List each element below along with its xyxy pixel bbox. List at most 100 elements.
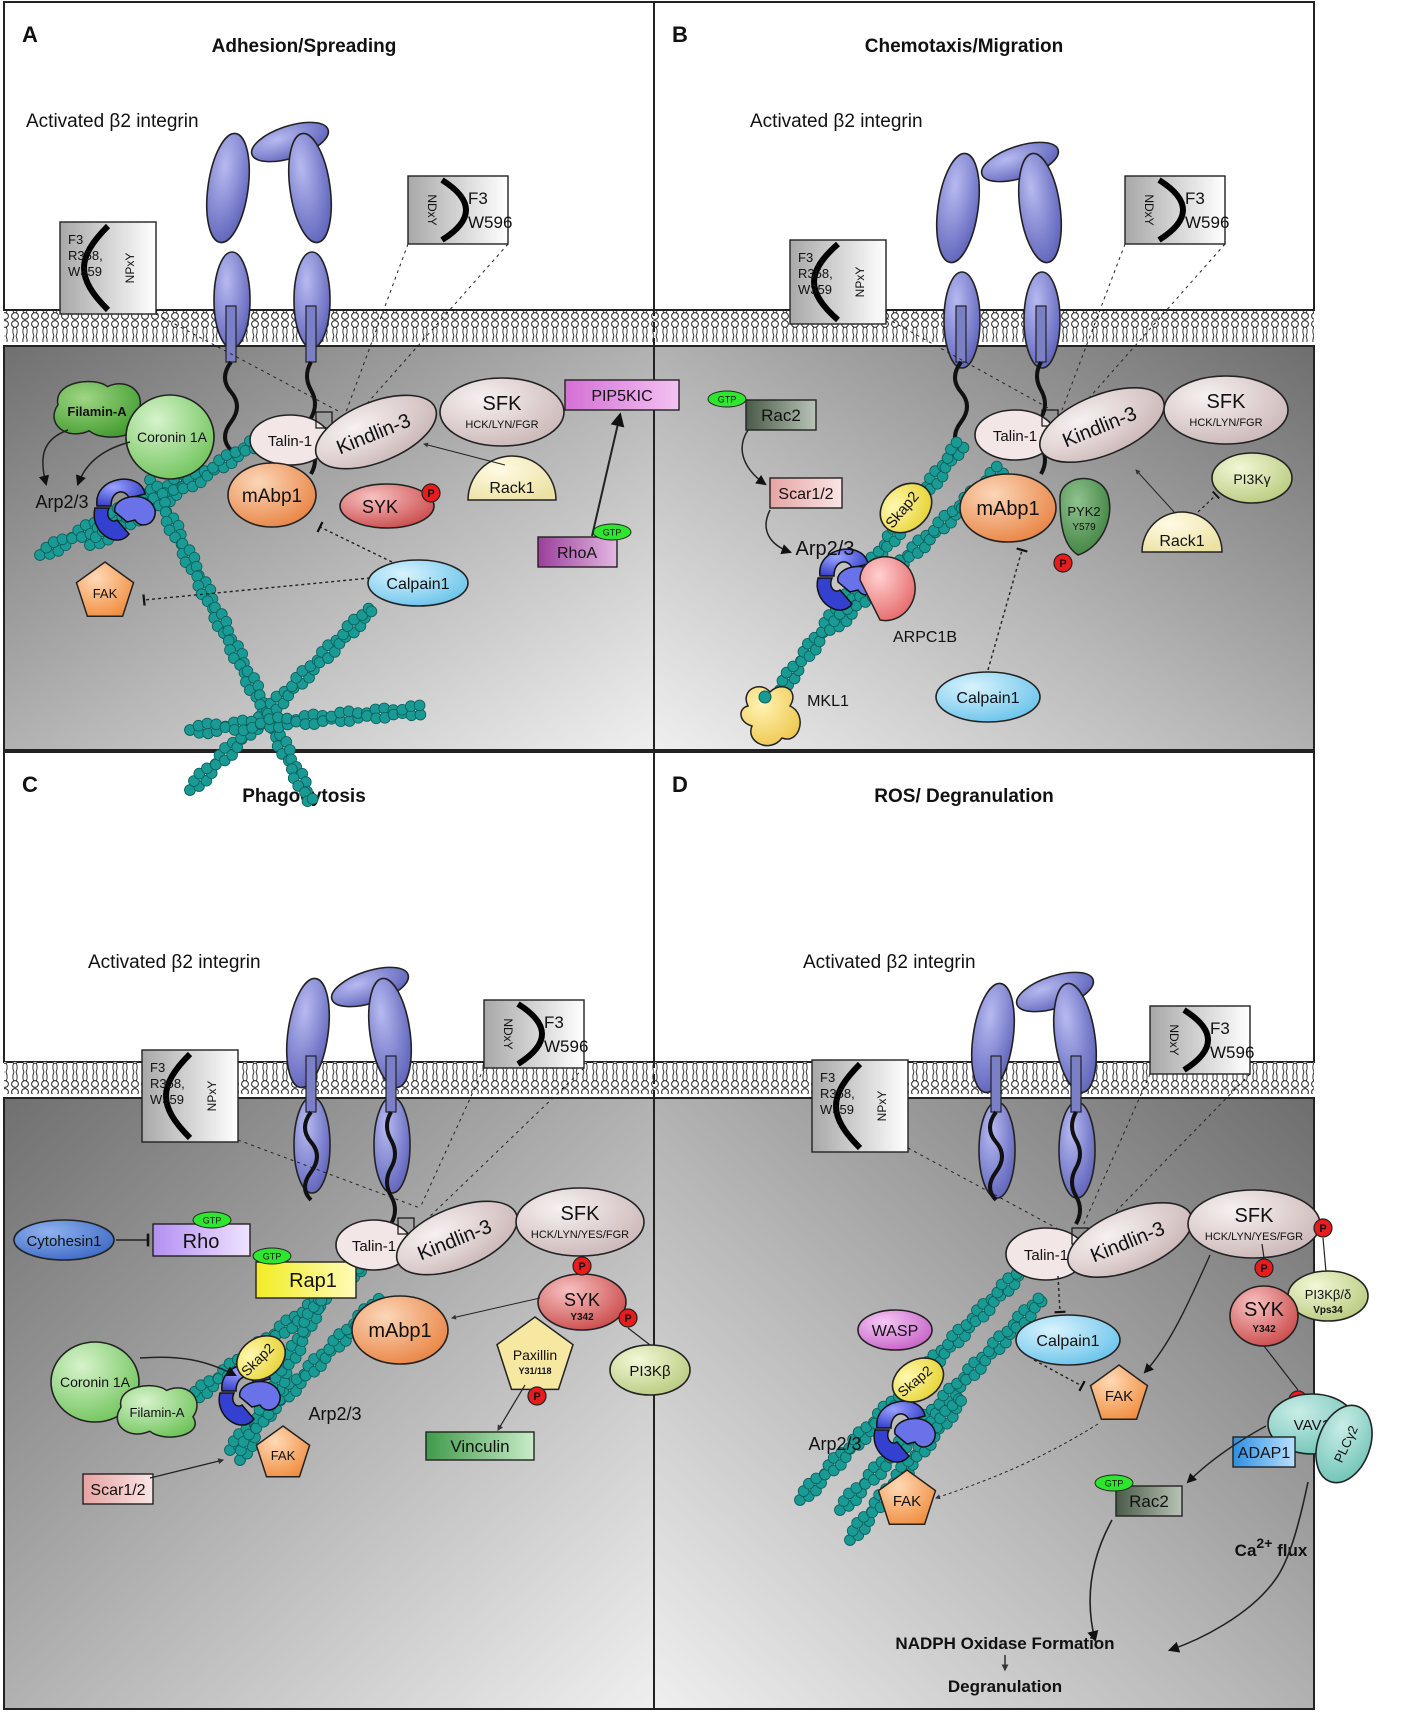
integrin-alpha-tm [990,1055,1002,1113]
sfk-subtypes: HCK/LYN/YES/FGR [1205,1231,1303,1243]
npxy-motif-box-arc [811,241,840,323]
npxy-motif-box-arc [833,1061,863,1151]
arpc1b-label: ARPC1B [893,629,957,646]
arp-subunit [93,507,130,541]
ndxy-motif-box-frame [1124,175,1226,245]
panel-letter: A [22,22,38,47]
actin-monomer [413,699,426,712]
paxillin-label: Paxillin [513,1347,557,1363]
rhoa-label: RhoA [557,545,597,562]
talin-label: Talin-1 [352,1238,396,1255]
cytohesin-shape [13,1219,115,1261]
ndxy-motif-box-line: W596 [1210,1043,1254,1062]
calcium-charge: 2+ [1256,1535,1272,1551]
arrow [149,1458,225,1479]
beta2-integrin [970,971,1098,1225]
phosphate-label: P [1059,558,1066,570]
arp-label: Arp2/3 [35,492,88,512]
vinculin-box [425,1431,535,1461]
arrow [497,1384,526,1432]
dotted-guide [345,243,409,413]
ndxy-motif-box-motif: NDxY [425,194,439,225]
integrin-alpha-tm [955,305,967,363]
skap2-shape [236,1335,286,1381]
fak-label: FAK [271,1448,296,1463]
ndxy-motif-box-line: F3 [1185,189,1205,208]
integrin-beta-tm [385,1055,397,1113]
gtp-label: GTP [718,395,737,405]
integrin-beta-tm [1070,1055,1082,1113]
calpain-shape [1015,1314,1121,1366]
arrow [765,509,792,555]
beta2-integrin [285,966,413,1225]
rap1-box [255,1261,357,1299]
scar-label: Scar1/2 [778,486,833,503]
coronin-label: Coronin 1A [137,429,208,445]
panel-letter: D [672,772,688,797]
mabp1-shape [227,462,317,528]
arrow [423,442,506,466]
ndxy-motif-box-motif: NDxY [1142,194,1156,225]
ndxy-motif-box-line: W596 [1185,213,1229,232]
arp2-subunit [239,1380,281,1411]
arp-complex [93,478,156,541]
dotted-guide [907,1147,1061,1231]
integrin-caption: Activated β2 integrin [803,952,976,973]
actin-filament [184,699,427,740]
npxy-motif-box-arc [81,223,111,313]
integrin-beta-tail [385,1111,397,1225]
sfk-label: SFK [1207,391,1247,413]
sfk-subtypes: HCK/LYN/YES/FGR [531,1229,629,1241]
npxy-motif-box-line: F3 [820,1070,835,1085]
binding-site-box [315,411,333,429]
calpain-label: Calpain1 [956,690,1019,707]
rac2-label: Rac2 [1129,1492,1169,1511]
dotted-guide [1061,243,1126,411]
calcium-symbol: Ca [1235,1541,1257,1560]
arp-label: Arp2/3 [308,1404,361,1424]
npxy-motif-box-frame [141,1049,239,1143]
dotted-guide [1065,243,1226,425]
inhibition-line [987,547,1028,671]
rho-label: Rho [183,1231,220,1253]
gtp-label: GTP [263,1252,282,1262]
skap2-shape [879,482,933,534]
npxy-motif-box-line: W359 [150,1092,184,1107]
coronin-shape [125,394,215,480]
npxy-motif-box-line: R358, [150,1076,185,1091]
talin-label: Talin-1 [993,428,1037,445]
arrow [1167,1481,1309,1653]
panel-letter: C [22,772,38,797]
pi3k-shape [1211,452,1293,504]
plcg2-shape [1315,1404,1373,1484]
integrin-alpha-lower [978,1101,1016,1199]
actin-monomer [56,533,69,546]
sfk-shape [1163,375,1289,445]
gtp-marker [1094,1474,1134,1492]
inhibition-line [142,577,371,606]
npxy-motif-box-arc [163,1051,193,1141]
inhibition-line [316,521,393,563]
npxy-motif-box-frame [789,239,887,325]
ndxy-motif-box-line: W596 [468,213,512,232]
integrin-caption: Activated β2 integrin [88,952,261,973]
integrin-alpha-tail [223,360,239,452]
phosphate-label: P [533,1391,540,1403]
npxy-motif-box-frame [59,221,157,315]
integrin-alpha-upper [935,152,981,264]
ndxy-motif-box-arc [1182,1007,1211,1073]
phosphate-marker [1313,1218,1333,1238]
syk-shape [339,483,435,529]
mabp1-label: mAbp1 [242,486,302,507]
actin-monomer [365,605,378,618]
rho-box [152,1223,251,1257]
inhibition-line [1054,1275,1066,1314]
ndxy-motif-box-motif: NDxY [1167,1024,1181,1055]
arpc1b-shape [859,556,916,622]
sfk-label: SFK [561,1203,601,1225]
integrin-caption: Activated β2 integrin [26,111,199,132]
